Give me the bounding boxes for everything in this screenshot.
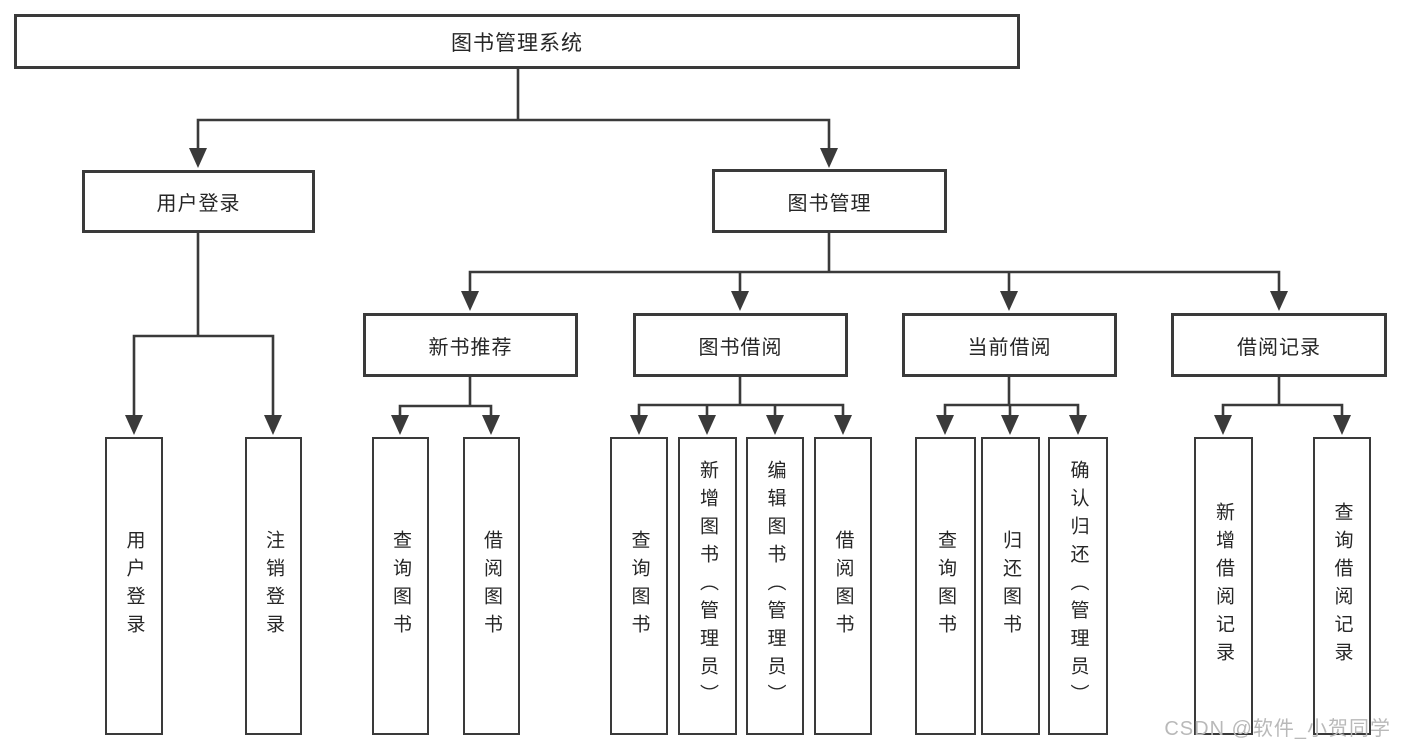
- leaf-newbook-borrow-book-label: 借阅图书: [481, 530, 502, 642]
- leaf-record-query-borrow-record-label: 查询借阅记录: [1331, 502, 1353, 670]
- node-new-book-recommend-label: 新书推荐: [428, 336, 513, 359]
- leaf-user-login: 用户登录: [105, 437, 163, 735]
- node-user-login: 用户登录: [82, 170, 315, 233]
- leaf-borrow-edit-book-admin: 编辑图书（管理员）: [746, 437, 804, 735]
- leaf-current-query-book: 查询图书: [915, 437, 976, 735]
- leaf-borrow-query-book: 查询图书: [610, 437, 668, 735]
- leaf-borrow-borrow-book: 借阅图书: [814, 437, 872, 735]
- leaf-borrow-borrow-book-label: 借阅图书: [832, 530, 854, 642]
- node-user-login-label: 用户登录: [156, 193, 241, 215]
- node-book-management: 图书管理: [712, 169, 947, 233]
- leaf-record-query-borrow-record: 查询借阅记录: [1313, 437, 1371, 735]
- leaf-logout-label: 注销登录: [263, 530, 284, 642]
- leaf-user-login-label: 用户登录: [123, 530, 145, 642]
- watermark: CSDN @软件_小贺同学: [1164, 718, 1391, 740]
- node-book-borrow: 图书借阅: [633, 313, 848, 377]
- leaf-current-return-book: 归还图书: [981, 437, 1040, 735]
- leaf-record-add-borrow-record: 新增借阅记录: [1194, 437, 1253, 735]
- leaf-borrow-query-book-label: 查询图书: [628, 530, 650, 642]
- leaf-current-return-book-label: 归还图书: [1000, 530, 1021, 642]
- leaf-current-query-book-label: 查询图书: [935, 530, 956, 642]
- leaf-borrow-edit-book-admin-label: 编辑图书（管理员）: [764, 460, 786, 712]
- leaf-newbook-query-book: 查询图书: [372, 437, 429, 735]
- node-current-borrow: 当前借阅: [902, 313, 1117, 377]
- node-root-label: 图书管理系统: [451, 31, 583, 55]
- node-current-borrow-label: 当前借阅: [967, 336, 1052, 359]
- leaf-current-confirm-return-admin-label: 确认归还（管理员）: [1067, 460, 1089, 712]
- node-new-book-recommend: 新书推荐: [363, 313, 578, 377]
- node-borrow-record: 借阅记录: [1171, 313, 1387, 377]
- node-book-borrow-label: 图书借阅: [698, 336, 783, 359]
- leaf-newbook-borrow-book: 借阅图书: [463, 437, 520, 735]
- leaf-newbook-query-book-label: 查询图书: [390, 530, 411, 642]
- node-book-management-label: 图书管理: [787, 192, 872, 215]
- node-root: 图书管理系统: [14, 14, 1020, 69]
- leaf-borrow-add-book-admin-label: 新增图书（管理员）: [697, 460, 718, 712]
- leaf-record-add-borrow-record-label: 新增借阅记录: [1213, 502, 1234, 670]
- leaf-borrow-add-book-admin: 新增图书（管理员）: [678, 437, 737, 735]
- leaf-logout: 注销登录: [245, 437, 302, 735]
- leaf-current-confirm-return-admin: 确认归还（管理员）: [1048, 437, 1108, 735]
- arrowheads: [125, 148, 1351, 435]
- node-borrow-record-label: 借阅记录: [1237, 336, 1321, 359]
